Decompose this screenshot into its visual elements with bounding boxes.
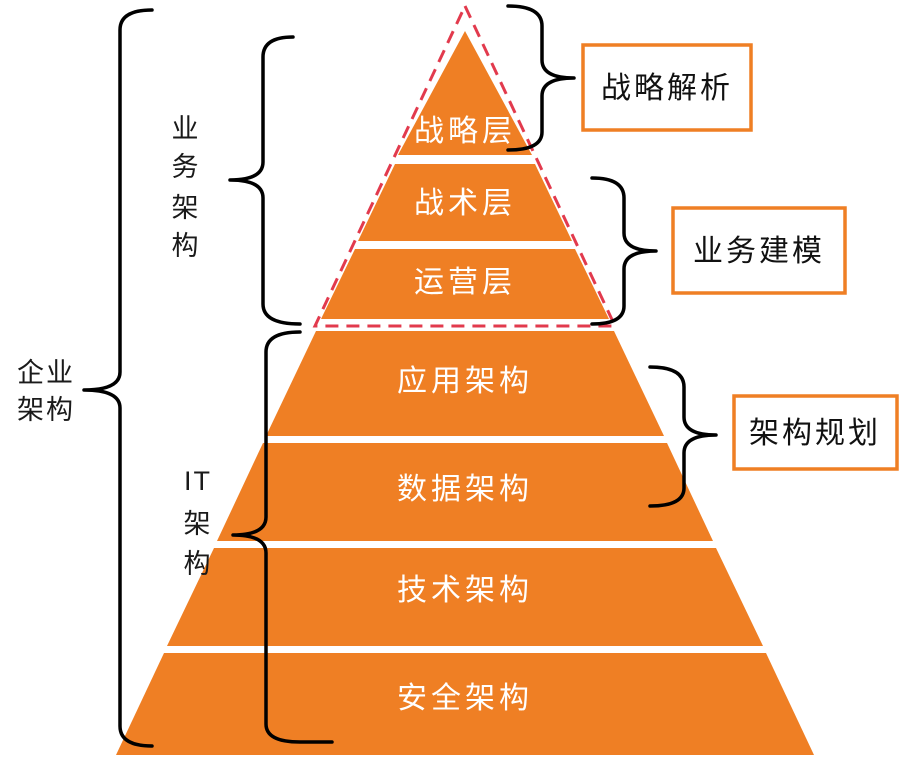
enterprise-architecture-label-line2: 架构 (17, 395, 75, 425)
business-scope-dashed-outline (312, 2, 618, 328)
strategy-analysis-label: 战略解析 (601, 72, 733, 105)
layer-label-data: 数据架构 (397, 473, 533, 506)
architecture-planning-brace (648, 365, 718, 508)
layer-label-security: 安全架构 (397, 682, 533, 715)
layer-label-application: 应用架构 (397, 365, 533, 398)
layer-tactics (358, 164, 572, 241)
right-annotations: 战略解析 业务建模 架构规划 (506, 4, 899, 508)
layer-technology-architecture (167, 548, 763, 646)
layer-data-architecture (217, 443, 713, 541)
it-architecture-brace (231, 330, 334, 744)
business-architecture-char4: 构 (172, 231, 201, 261)
enterprise-architecture-brace (82, 8, 154, 748)
business-modeling-label: 业务建模 (693, 235, 825, 268)
layer-label-tactics: 战术层 (414, 187, 516, 220)
architecture-planning-box (732, 394, 899, 471)
layer-security-architecture (116, 653, 814, 755)
it-architecture-label-line3: 构 (184, 549, 213, 579)
strategy-analysis-brace (506, 4, 576, 152)
business-architecture-char1: 业 (172, 114, 201, 144)
business-modeling-brace (590, 176, 658, 326)
business-architecture-char3: 架 (172, 193, 201, 223)
enterprise-architecture-label-line1: 企业 (17, 358, 75, 388)
business-architecture-brace (228, 35, 302, 326)
layer-label-strategy: 战略层 (414, 115, 516, 148)
business-architecture-char2: 务 (172, 152, 201, 182)
it-architecture-label-line1: IT (184, 466, 212, 496)
layer-strategy (398, 31, 532, 155)
strategy-analysis-box (581, 43, 753, 132)
pyramid: 战略层 战术层 运营层 应用架构 数据架构 技术架构 安全架构 (116, 2, 814, 755)
architecture-planning-label: 架构规划 (749, 417, 881, 450)
business-modeling-box (671, 206, 847, 295)
layer-label-technology: 技术架构 (397, 574, 533, 607)
layer-application-architecture (266, 331, 664, 436)
left-annotations: 企业 架构 业 务 架 构 IT 架 构 (17, 8, 334, 748)
it-architecture-label-line2: 架 (184, 509, 213, 539)
layer-label-operations: 运营层 (414, 266, 516, 299)
layer-operations (321, 249, 609, 319)
